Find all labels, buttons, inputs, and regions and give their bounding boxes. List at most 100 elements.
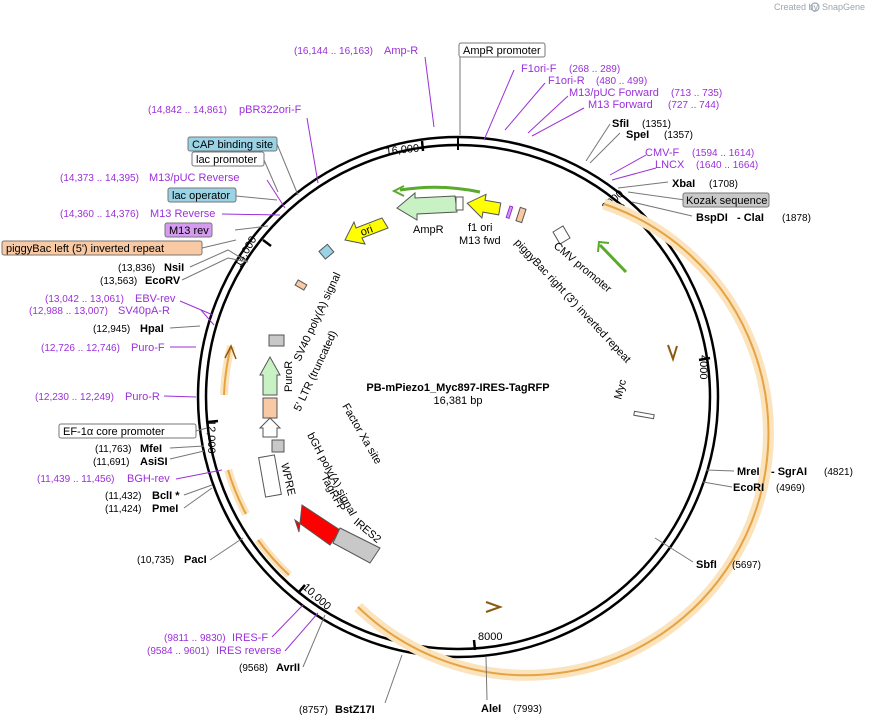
tick-14000 bbox=[262, 239, 272, 247]
enzyme-name-bspDI: BspDI bbox=[696, 212, 728, 224]
leader-piggybac-left bbox=[201, 239, 237, 249]
leader-cmv-f bbox=[609, 154, 647, 176]
leader-sbfI bbox=[654, 537, 694, 563]
enzyme-name-sfiI: SfiI bbox=[612, 118, 629, 130]
feature-label-ori: ori bbox=[359, 223, 375, 238]
box-ef1a bbox=[58, 423, 197, 439]
leader-kozak bbox=[627, 191, 686, 201]
leader-cap-binding bbox=[276, 143, 299, 196]
primer-pos-m13puc-rev: (14,373 .. 14,395) bbox=[60, 173, 139, 184]
primer-name-m13puc-fwd: M13/pUC Forward bbox=[569, 87, 659, 99]
primer-pos-m13-rev: (14,360 .. 14,376) bbox=[60, 209, 139, 220]
primer-name-cmv-f: CMV-F bbox=[645, 147, 680, 159]
enzyme-pos-hpaI: (12,945) bbox=[93, 324, 130, 335]
enzyme-name-pacI: PacI bbox=[184, 554, 207, 566]
leader-hpaI bbox=[169, 325, 201, 329]
tick-label-16000: 16,000 bbox=[385, 143, 420, 158]
leader-f1ori-r bbox=[504, 82, 546, 131]
enzyme-pos-avrII: (9568) bbox=[239, 663, 268, 674]
leader-asiSI bbox=[169, 450, 205, 460]
leader-sv40pa-r bbox=[200, 309, 215, 326]
tick-16000 bbox=[420, 140, 425, 152]
primer-name-f1ori-f: F1ori-F bbox=[521, 63, 557, 75]
leader-ef1a bbox=[195, 427, 208, 432]
myc-feature bbox=[633, 410, 655, 420]
green-arrow-right bbox=[598, 243, 628, 274]
leader-ires-rev bbox=[284, 612, 319, 652]
orf-band bbox=[357, 203, 770, 677]
snapgene-logo-icon bbox=[810, 2, 820, 12]
enzyme-name-xbaI: XbaI bbox=[672, 178, 695, 190]
enzyme-name-bstZ17I: BstZ17I bbox=[335, 704, 375, 716]
leader-lac-promoter bbox=[263, 159, 279, 193]
primer-pos-puro-r: (12,230 .. 12,249) bbox=[35, 392, 114, 403]
bgh-polya-feature bbox=[271, 439, 285, 453]
feature-label-myc: Myc bbox=[612, 378, 629, 401]
enzyme-pos-ecoRI: (4969) bbox=[776, 483, 805, 494]
ires2-feature bbox=[332, 527, 381, 564]
plasmid-name: PB-mPiezo1_Myc897-IRES-TagRFP bbox=[366, 382, 549, 394]
box-cap-binding bbox=[187, 136, 278, 152]
enzyme-pos-mfeI: (11,763) bbox=[95, 444, 132, 455]
primer-pos-amp-r: (16,144 .. 16,163) bbox=[294, 46, 373, 57]
piggybac-left-feature bbox=[294, 279, 308, 291]
primer-name-m13-fwd: M13 Forward bbox=[588, 99, 653, 111]
box-label-lac-operator: lac operator bbox=[172, 190, 230, 202]
piggybac-right-feature bbox=[515, 206, 527, 224]
leader-pacI bbox=[209, 537, 244, 561]
feature-label-bgh: bGH poly(A) signal bbox=[304, 431, 358, 518]
leader-amp-r bbox=[424, 56, 435, 128]
orf-chevron-bottom bbox=[485, 601, 503, 613]
box-lac-promoter bbox=[191, 151, 265, 167]
primer-pos-puro-f: (12,726 .. 12,746) bbox=[41, 343, 120, 354]
leader-ebv-rev bbox=[179, 300, 214, 316]
gold-arc-a bbox=[257, 539, 290, 576]
tick-label-12000: 12,000 bbox=[205, 420, 217, 454]
primer-pos-m13puc-fwd: (713 .. 735) bbox=[671, 88, 722, 99]
tagRFP-feature bbox=[294, 504, 341, 546]
leader-bstZ17I bbox=[384, 654, 403, 704]
leader-ires-f bbox=[271, 604, 304, 638]
enzyme-leader-lines bbox=[169, 57, 735, 704]
enzyme-name-aleI: AleI bbox=[481, 703, 501, 715]
primer-name-m13puc-rev: M13/pUC Reverse bbox=[149, 172, 239, 184]
tick-10000 bbox=[297, 584, 306, 594]
leader-avrII bbox=[302, 614, 326, 668]
primer-name-amp-r: Amp-R bbox=[384, 45, 418, 57]
ltr-feature bbox=[262, 397, 278, 419]
enzyme-pos-speI: (1357) bbox=[664, 130, 693, 141]
primer-pos-ebv-rev: (13,042 .. 13,061) bbox=[45, 294, 124, 305]
sv40-polya-feature bbox=[268, 334, 285, 347]
enzyme-pos-mreI: (4821) bbox=[824, 467, 853, 478]
feature-label-factor-xa: Factor Xa site bbox=[339, 402, 383, 467]
primer-name-lncx: LNCX bbox=[655, 159, 685, 171]
enzyme-name-mfeI: MfeI bbox=[140, 443, 162, 455]
plasmid-size: 16,381 bp bbox=[434, 395, 483, 407]
enzyme-pos-sbfI: (5697) bbox=[732, 560, 761, 571]
leader-lac-operator bbox=[235, 195, 278, 201]
primer-pos-ires-f: (9811 .. 9830) bbox=[164, 633, 226, 644]
enzyme-name-mreI: MreI bbox=[737, 466, 760, 478]
leader-sfiI bbox=[585, 123, 611, 162]
leader-bclI bbox=[183, 484, 213, 496]
gold-arc-c-head bbox=[224, 344, 237, 360]
primer-pos-cmv-f: (1594 .. 1614) bbox=[692, 148, 754, 159]
enzyme-name-speI: SpeI bbox=[626, 129, 649, 141]
ampR-feature bbox=[396, 191, 458, 221]
enzyme-name-nsiI: NsiI bbox=[164, 262, 184, 274]
primer-pos-f1ori-r: (480 .. 499) bbox=[596, 76, 647, 87]
leader-m13puc-rev bbox=[266, 179, 286, 209]
box-label-ef1a: EF-1α core promoter bbox=[63, 426, 165, 438]
primer-pos-bgh-rev: (11,439 .. 11,456) bbox=[37, 474, 114, 485]
box-kozak bbox=[682, 192, 770, 208]
enzyme-pos-bclI: (11,432) bbox=[105, 491, 142, 502]
enzyme-pos-sfiI: (1351) bbox=[642, 119, 671, 130]
primer-name-f1ori-r: F1ori-R bbox=[548, 75, 585, 87]
box-ampR-promoter bbox=[458, 42, 546, 58]
leader-ecoRI bbox=[702, 481, 733, 488]
enzyme-pos-aleI: (7993) bbox=[513, 704, 542, 715]
watermark-prefix: Created by bbox=[774, 2, 819, 12]
leader-pbr322 bbox=[306, 117, 319, 184]
enzyme-pos-pmeI: (11,424) bbox=[105, 504, 142, 515]
